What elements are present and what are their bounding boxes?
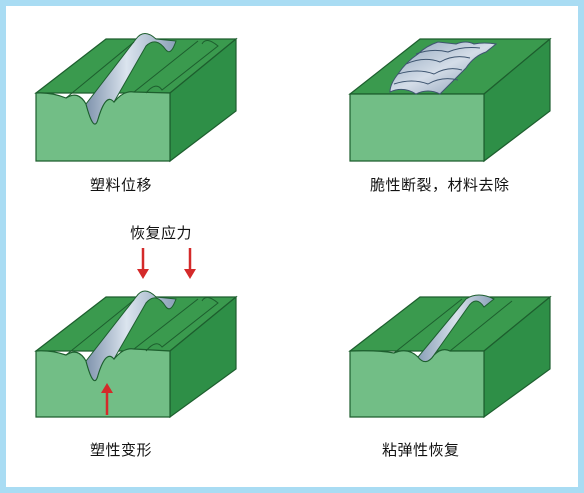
block-plastic-displacement bbox=[34, 33, 238, 163]
arrow-up-icon bbox=[101, 383, 113, 415]
caption-plastic-displacement: 塑料位移 bbox=[90, 176, 153, 194]
panel-plastic-deformation: 恢复应力 bbox=[6, 221, 298, 493]
stress-label: 恢复应力 bbox=[130, 224, 193, 242]
caption-plastic-deformation: 塑性变形 bbox=[90, 441, 153, 459]
block-brittle-fracture bbox=[348, 37, 552, 163]
arrow-down-icon bbox=[184, 248, 196, 279]
caption-brittle-fracture: 脆性断裂，材料去除 bbox=[370, 176, 510, 194]
panel-plastic-displacement: 塑料位移 bbox=[6, 6, 298, 251]
arrow-down-icon bbox=[137, 248, 149, 279]
panel-brittle-fracture: 脆性断裂，材料去除 bbox=[298, 6, 584, 251]
block-viscoelastic-recovery bbox=[348, 294, 552, 419]
caption-viscoelastic-recovery: 粘弹性恢复 bbox=[382, 441, 460, 459]
block-plastic-deformation bbox=[34, 248, 238, 419]
panel-viscoelastic-recovery: 粘弹性恢复 bbox=[298, 221, 584, 493]
